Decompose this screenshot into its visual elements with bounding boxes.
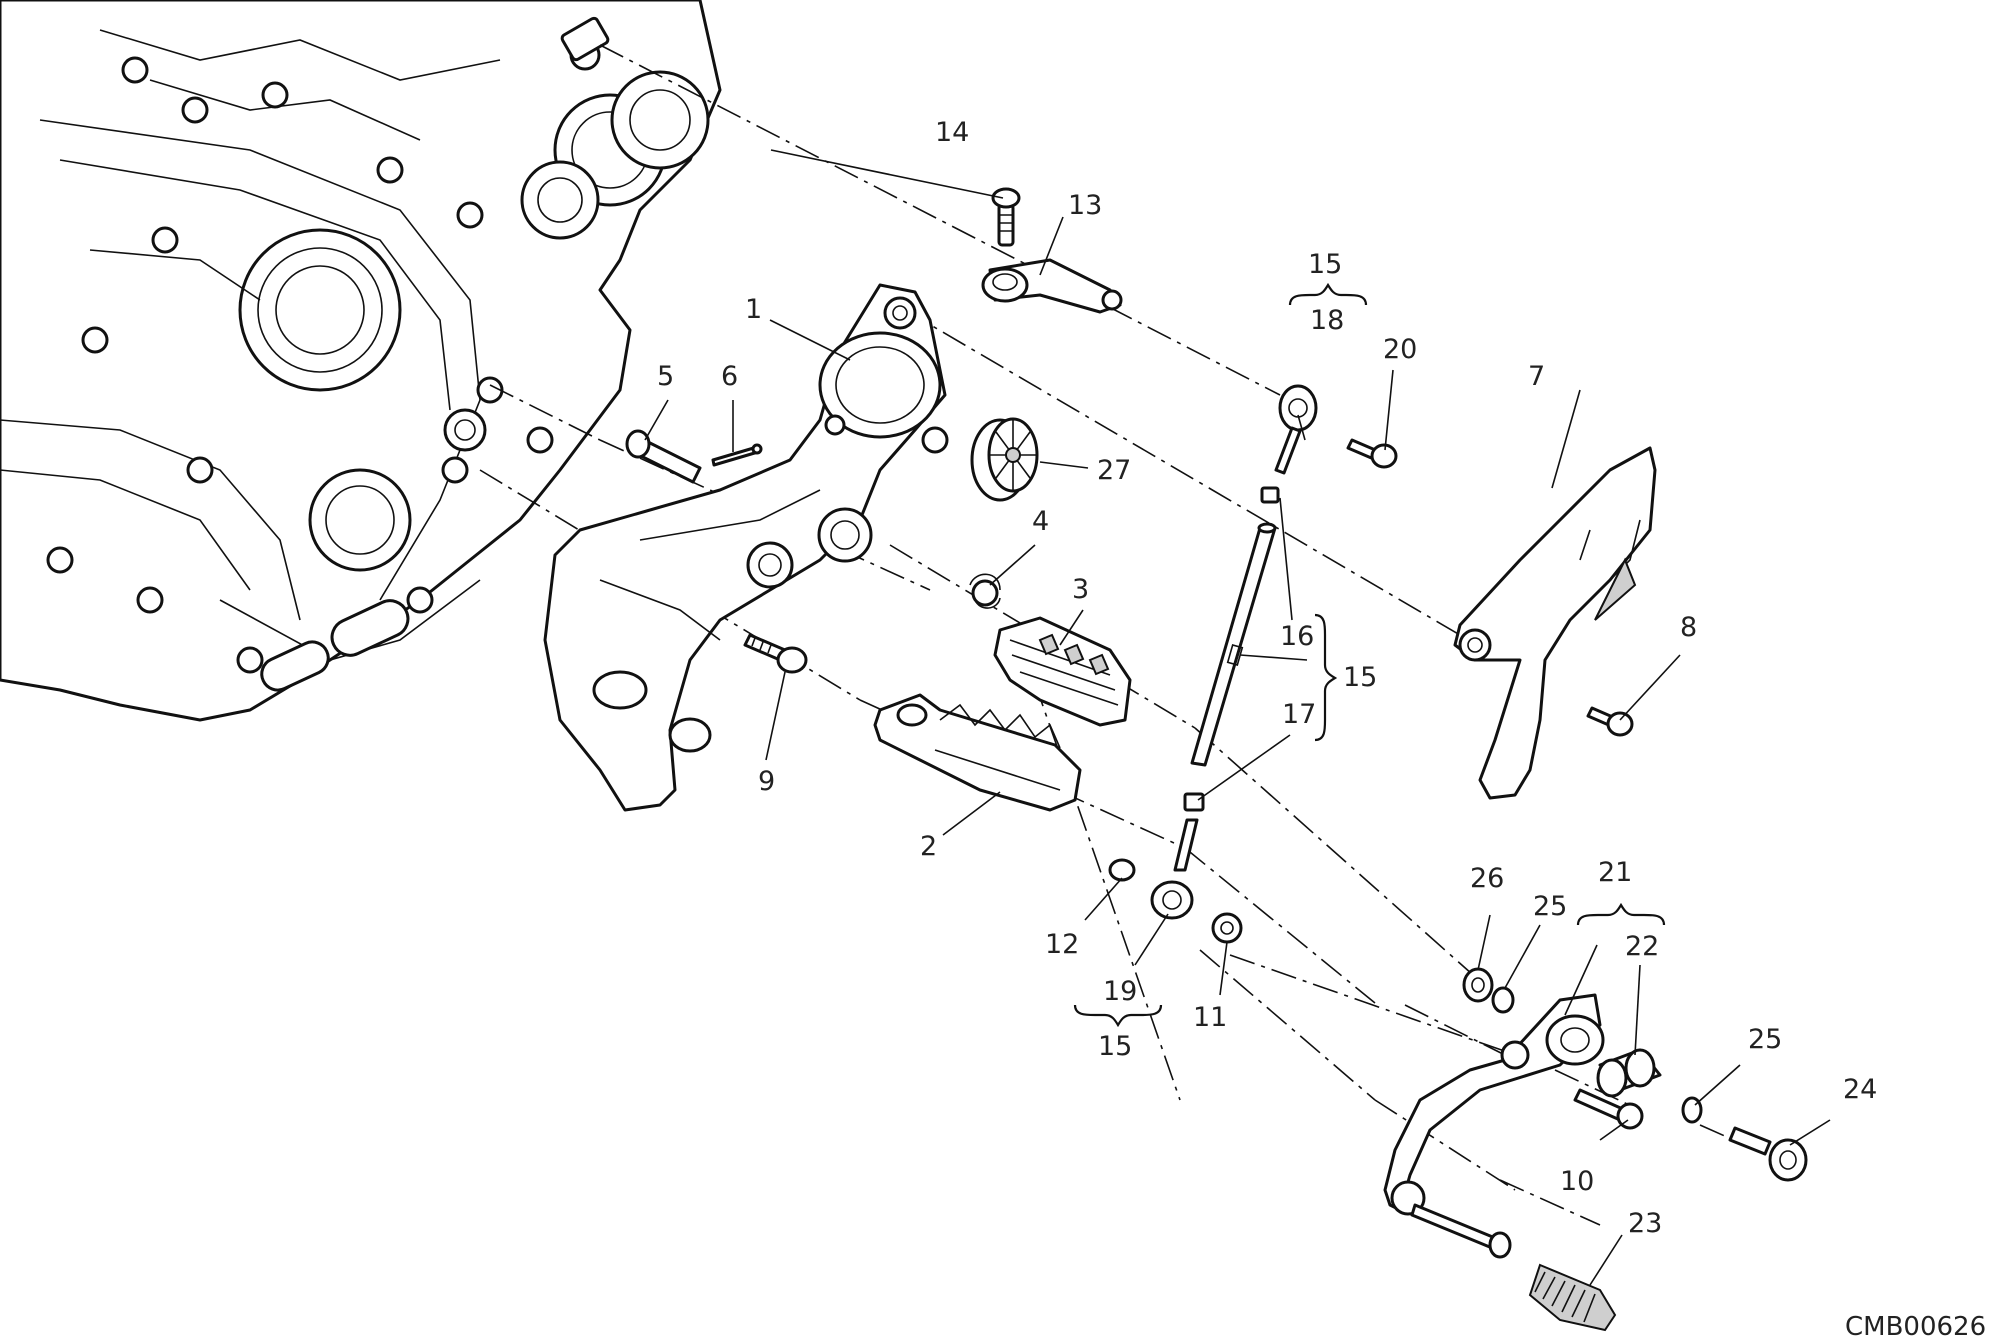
label-7: 7 <box>1528 361 1545 392</box>
label-18: 18 <box>1310 305 1344 336</box>
diagram-code: CMB00626 <box>1845 1312 1986 1342</box>
label-25-lower: 25 <box>1748 1024 1782 1055</box>
label-15-right: 15 <box>1343 662 1377 693</box>
heel-guard-7 <box>1453 446 1657 800</box>
shift-lever-arm-13 <box>981 258 1123 314</box>
pivot-bolt-24 <box>1728 1126 1808 1182</box>
gear-shift-lever-21 <box>1383 993 1605 1259</box>
bolt-9 <box>743 633 808 674</box>
bolt-10 <box>1573 1088 1644 1130</box>
washer-11 <box>1211 912 1243 944</box>
spring-4 <box>969 573 1001 609</box>
rod-end-19 <box>1150 818 1199 920</box>
label-15-bottom: 15 <box>1098 1031 1132 1062</box>
label-24: 24 <box>1843 1074 1877 1105</box>
part-number-labels: 1 2 3 4 5 6 7 8 9 10 11 12 13 14 15 15 1… <box>657 117 1877 1239</box>
label-2: 2 <box>920 831 937 862</box>
cap-27 <box>970 417 1039 502</box>
label-15-top: 15 <box>1308 249 1342 280</box>
label-12: 12 <box>1045 929 1079 960</box>
label-5: 5 <box>657 361 674 392</box>
label-21: 21 <box>1598 857 1632 888</box>
rod-end-18 <box>1274 384 1318 475</box>
label-25-upper: 25 <box>1533 891 1567 922</box>
shift-lever-rubber-23 <box>1528 1263 1617 1332</box>
linkage-rod-15 <box>1190 522 1277 767</box>
label-23: 23 <box>1628 1208 1662 1239</box>
footpeg-2 <box>873 693 1082 812</box>
label-8: 8 <box>1680 612 1697 643</box>
footpeg-bracket-1 <box>543 283 949 812</box>
split-pin-6 <box>711 443 763 467</box>
label-16: 16 <box>1280 621 1314 652</box>
washer-25-upper <box>1491 986 1515 1014</box>
locknut-16 <box>1260 486 1280 504</box>
washer-26 <box>1462 967 1494 1003</box>
locknut-17 <box>1183 792 1205 812</box>
bolt-14 <box>991 187 1021 247</box>
bolt-8 <box>1586 706 1634 737</box>
engine-crankcase <box>0 0 722 722</box>
footpeg-rubber-3 <box>993 616 1132 727</box>
bushing-22 <box>1596 1048 1662 1098</box>
label-17: 17 <box>1282 699 1316 730</box>
label-22: 22 <box>1625 931 1659 962</box>
label-10: 10 <box>1560 1166 1594 1197</box>
label-27: 27 <box>1097 455 1131 486</box>
label-6: 6 <box>721 361 738 392</box>
label-1: 1 <box>745 294 762 325</box>
bolt-20 <box>1346 438 1398 469</box>
label-26: 26 <box>1470 863 1504 894</box>
label-19: 19 <box>1103 976 1137 1007</box>
nut-12 <box>1108 858 1136 882</box>
label-14: 14 <box>935 117 969 148</box>
label-9: 9 <box>758 766 775 797</box>
braces <box>1073 282 1666 1028</box>
pin-5 <box>625 429 702 484</box>
label-20: 20 <box>1383 334 1417 365</box>
leader-lines <box>644 149 1831 1286</box>
label-3: 3 <box>1072 574 1089 605</box>
label-13: 13 <box>1068 190 1102 221</box>
label-11: 11 <box>1193 1002 1227 1033</box>
label-4: 4 <box>1032 506 1049 537</box>
